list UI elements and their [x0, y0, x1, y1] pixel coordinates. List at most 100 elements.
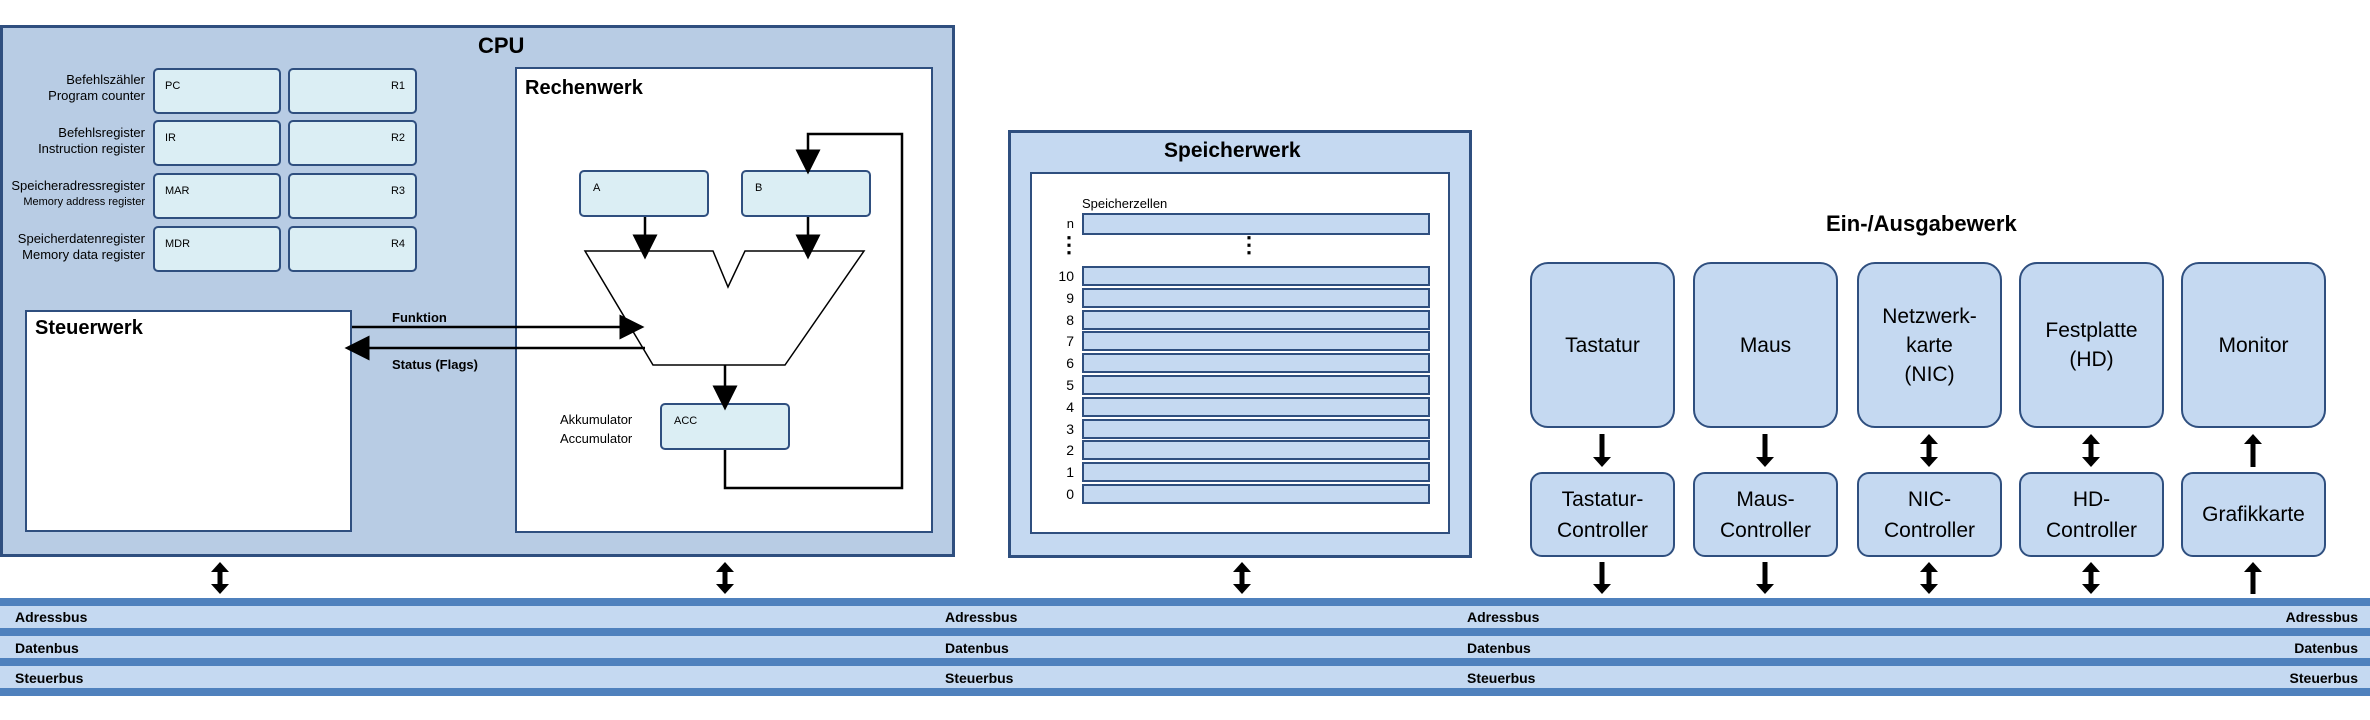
- register-label-de: Speicherdatenregister: [17, 231, 145, 246]
- bus-label: Datenbus: [945, 640, 1009, 656]
- bus-label: Adressbus: [2285, 609, 2358, 625]
- register-label-pc: Befehlszähler Program counter: [0, 72, 145, 104]
- cell-number: 1: [1066, 464, 1074, 481]
- address-bus: [0, 606, 2370, 628]
- register-label-en: Memory address register: [23, 196, 145, 208]
- cell-number: 2: [1066, 442, 1074, 459]
- io-device: Tastatur: [1530, 262, 1675, 428]
- register-name: A: [593, 182, 601, 194]
- bus-label: Adressbus: [15, 609, 88, 625]
- speicherwerk-title: Speicherwerk: [1164, 139, 1301, 162]
- bus-line: [0, 688, 2370, 696]
- register-name: ACC: [674, 415, 698, 427]
- steuerwerk-title: Steuerwerk: [35, 317, 143, 339]
- controller-bus-arrow: [2244, 562, 2262, 594]
- register-mar: MAR: [153, 173, 281, 219]
- register-r3: R3: [288, 173, 417, 219]
- memory-cell: [1082, 418, 1430, 439]
- device-controller-arrow: [2082, 434, 2100, 467]
- memory-cell: [1082, 484, 1430, 504]
- register-name: B: [755, 182, 763, 194]
- bus-label: Steuerbus: [15, 670, 84, 686]
- memory-cell-n: [1082, 213, 1430, 235]
- acc-label-en: Accumulator: [560, 431, 633, 446]
- acc-label-de: Akkumulator: [560, 412, 633, 427]
- register-label-en: Program counter: [48, 88, 145, 103]
- cell-number: 5: [1066, 377, 1074, 393]
- device-controller-arrow: [1756, 434, 1774, 467]
- register-name: MAR: [165, 185, 190, 197]
- cell-number: n: [1066, 216, 1074, 231]
- bus-label: Adressbus: [945, 609, 1018, 625]
- controller-bus-arrow: [1756, 562, 1774, 594]
- register-mdr: MDR: [153, 226, 281, 272]
- io-controller: Grafikkarte: [2181, 472, 2326, 557]
- bus-label: Datenbus: [2294, 640, 2358, 656]
- io-controller: Maus- Controller: [1693, 472, 1838, 557]
- steuerwerk-box: Steuerwerk: [25, 310, 352, 532]
- register-name: R3: [390, 185, 405, 197]
- io-controller: Tastatur- Controller: [1530, 472, 1675, 557]
- register-a: A: [579, 170, 709, 217]
- register-label-mar: Speicheradressregister Memory address re…: [0, 178, 145, 210]
- acc-label: Akkumulator Accumulator: [560, 410, 632, 448]
- memory-cell: [1082, 353, 1430, 374]
- register-label-en: Instruction register: [38, 141, 145, 156]
- controller-bus-arrow: [2082, 562, 2100, 594]
- register-name: R4: [390, 238, 405, 250]
- bus-label: Datenbus: [15, 640, 79, 656]
- register-ir: IR: [153, 120, 281, 166]
- bus-arrow: [716, 562, 734, 594]
- register-label-de: Befehlszähler: [66, 72, 145, 87]
- cell-number: 9: [1066, 289, 1074, 306]
- status-label: Status (Flags): [392, 357, 478, 372]
- feedback-loop: [723, 132, 904, 490]
- bus-arrow: [1233, 562, 1251, 594]
- bus-label: Steuerbus: [1467, 670, 1536, 686]
- funktion-label: Funktion: [392, 310, 447, 325]
- register-name: MDR: [165, 238, 191, 250]
- cell-number: 7: [1066, 333, 1074, 350]
- device-controller-arrow: [1593, 434, 1611, 467]
- memory-cell: [1082, 396, 1430, 417]
- bus-line: [0, 658, 2370, 666]
- bus-line: [0, 628, 2370, 636]
- control-bus: [0, 666, 2370, 688]
- cell-number: 3: [1066, 420, 1074, 437]
- register-name: R2: [390, 132, 405, 144]
- cell-number: 0: [1066, 486, 1074, 502]
- io-device: Maus: [1693, 262, 1838, 428]
- controller-bus-arrow: [1920, 562, 1938, 594]
- register-b: B: [741, 170, 871, 217]
- memory-cell: [1082, 266, 1430, 286]
- device-controller-arrow: [2244, 434, 2262, 467]
- rechenwerk-title: Rechenwerk: [525, 77, 643, 99]
- io-device: Monitor: [2181, 262, 2326, 428]
- memory-cell: [1082, 440, 1430, 461]
- cell-number: 10: [1058, 268, 1074, 284]
- device-controller-arrow: [1920, 434, 1938, 467]
- bus-label: Steuerbus: [2289, 670, 2358, 686]
- cell-number: 8: [1066, 311, 1074, 328]
- dots-cells: ⋮: [1238, 232, 1260, 257]
- io-device: Festplatte (HD): [2019, 262, 2164, 428]
- bus-line: [0, 598, 2370, 606]
- io-controller: HD- Controller: [2019, 472, 2164, 557]
- register-name: IR: [165, 132, 176, 144]
- io-device: Netzwerk- karte (NIC): [1857, 262, 2002, 428]
- memory-cell: [1082, 309, 1430, 330]
- speicherzellen-label: Speicherzellen: [1082, 196, 1168, 211]
- register-label-mdr: Speicherdatenregister Memory data regist…: [0, 231, 145, 263]
- register-name: PC: [165, 80, 181, 92]
- io-title: Ein-/Ausgabewerk: [1826, 211, 2017, 236]
- register-label-de: Befehlsregister: [58, 125, 145, 140]
- bus-label: Steuerbus: [945, 670, 1014, 686]
- register-r1: R1: [288, 68, 417, 114]
- bus-label: Adressbus: [1467, 609, 1540, 625]
- memory-cell: [1082, 462, 1430, 483]
- memory-cell: [1082, 287, 1430, 308]
- register-name: R1: [390, 80, 405, 92]
- data-bus: [0, 636, 2370, 658]
- dots-left: ⋮: [1058, 232, 1080, 257]
- register-r2: R2: [288, 120, 417, 166]
